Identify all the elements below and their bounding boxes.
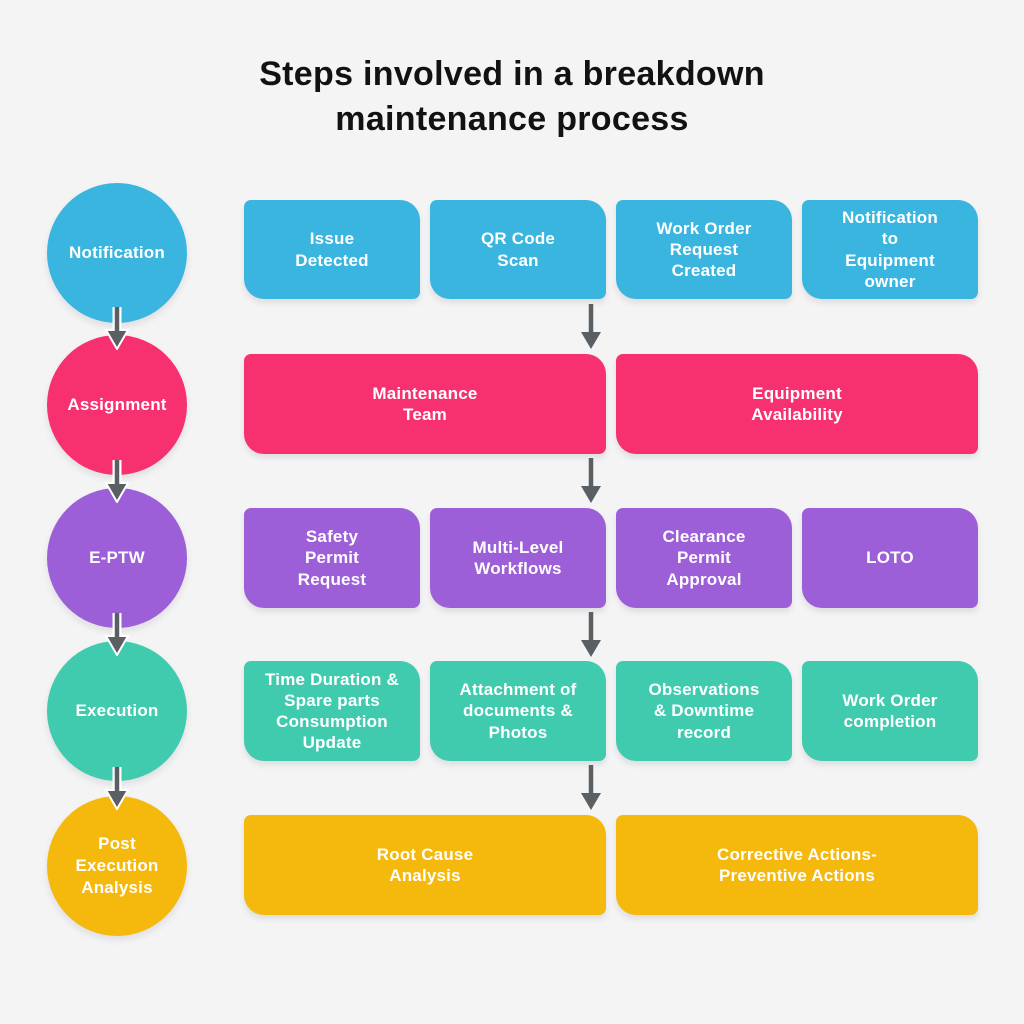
stage-circle-eptw: E-PTW [47,488,187,628]
stage-label-execution: Execution [75,700,159,720]
step-label-work-order-completion: Work Order completion [842,690,938,731]
arrow-down-icon-row4-to-row5 [581,765,601,810]
step-box-clearance-permit-approval: Clearance Permit Approval [616,508,792,608]
arrow-down-icon-row1-to-row2 [581,304,601,349]
step-label-loto: LOTO [866,548,914,568]
stage-circle-notification: Notification [47,183,187,323]
step-label-notification-to-equipment-owner: Notification to Equipment owner [842,208,938,291]
arrow-down-icon-execution-to-post-execution [104,767,130,810]
stage-circle-execution: Execution [47,641,187,781]
step-box-attachment-of-documents-photos: Attachment of documents & Photos [430,661,606,761]
stage-label-notification: Notification [69,242,165,262]
step-box-maintenance-team: Maintenance Team [244,354,606,454]
arrow-down-icon-assignment-to-eptw [104,460,130,503]
step-box-issue-detected: Issue Detected [244,200,420,299]
step-label-issue-detected: Issue Detected [295,229,369,270]
step-label-safety-permit-request: Safety Permit Request [297,527,367,589]
stage-label-post-execution-analysis: Post Execution Analysis [75,833,159,898]
arrow-down-icon-row3-to-row4 [581,612,601,657]
step-box-corrective-preventive-actions: Corrective Actions- Preventive Actions [616,815,978,915]
step-box-work-order-completion: Work Order completion [802,661,978,761]
step-label-clearance-permit-approval: Clearance Permit Approval [662,527,746,589]
step-box-qr-code-scan: QR Code Scan [430,200,606,299]
step-label-maintenance-team: Maintenance Team [372,383,478,424]
step-box-equipment-availability: Equipment Availability [616,354,978,454]
arrow-down-icon-row2-to-row3 [581,458,601,503]
stage-label-eptw: E-PTW [89,547,145,567]
step-label-corrective-preventive-actions: Corrective Actions- Preventive Actions [717,844,877,885]
step-box-multi-level-workflows: Multi-Level Workflows [430,508,606,608]
stage-label-assignment: Assignment [67,394,167,414]
page-title: Steps involved in a breakdown maintenanc… [259,55,765,139]
step-box-root-cause-analysis: Root Cause Analysis [244,815,606,915]
step-label-root-cause-analysis: Root Cause Analysis [376,844,474,885]
stage-circle-post-execution-analysis: Post Execution Analysis [47,796,187,936]
step-box-observations-downtime-record: Observations & Downtime record [616,661,792,761]
step-box-safety-permit-request: Safety Permit Request [244,508,420,608]
step-label-observations-downtime-record: Observations & Downtime record [648,680,760,742]
step-box-loto: LOTO [802,508,978,608]
step-box-time-duration-spare-parts: Time Duration & Spare parts Consumption … [244,661,420,761]
arrow-down-icon-eptw-to-execution [104,613,130,656]
step-label-work-order-request-created: Work Order Request Created [656,218,752,281]
step-box-work-order-request-created: Work Order Request Created [616,200,792,299]
step-label-multi-level-workflows: Multi-Level Workflows [472,537,564,578]
step-box-notification-to-equipment-owner: Notification to Equipment owner [802,200,978,299]
stage-circle-assignment: Assignment [47,335,187,475]
arrow-down-icon-notification-to-assignment [104,307,130,350]
step-label-equipment-availability: Equipment Availability [751,383,843,424]
step-label-time-duration-spare-parts: Time Duration & Spare parts Consumption … [265,669,399,753]
step-label-attachment-of-documents-photos: Attachment of documents & Photos [459,680,577,742]
step-label-qr-code-scan: QR Code Scan [480,229,556,270]
